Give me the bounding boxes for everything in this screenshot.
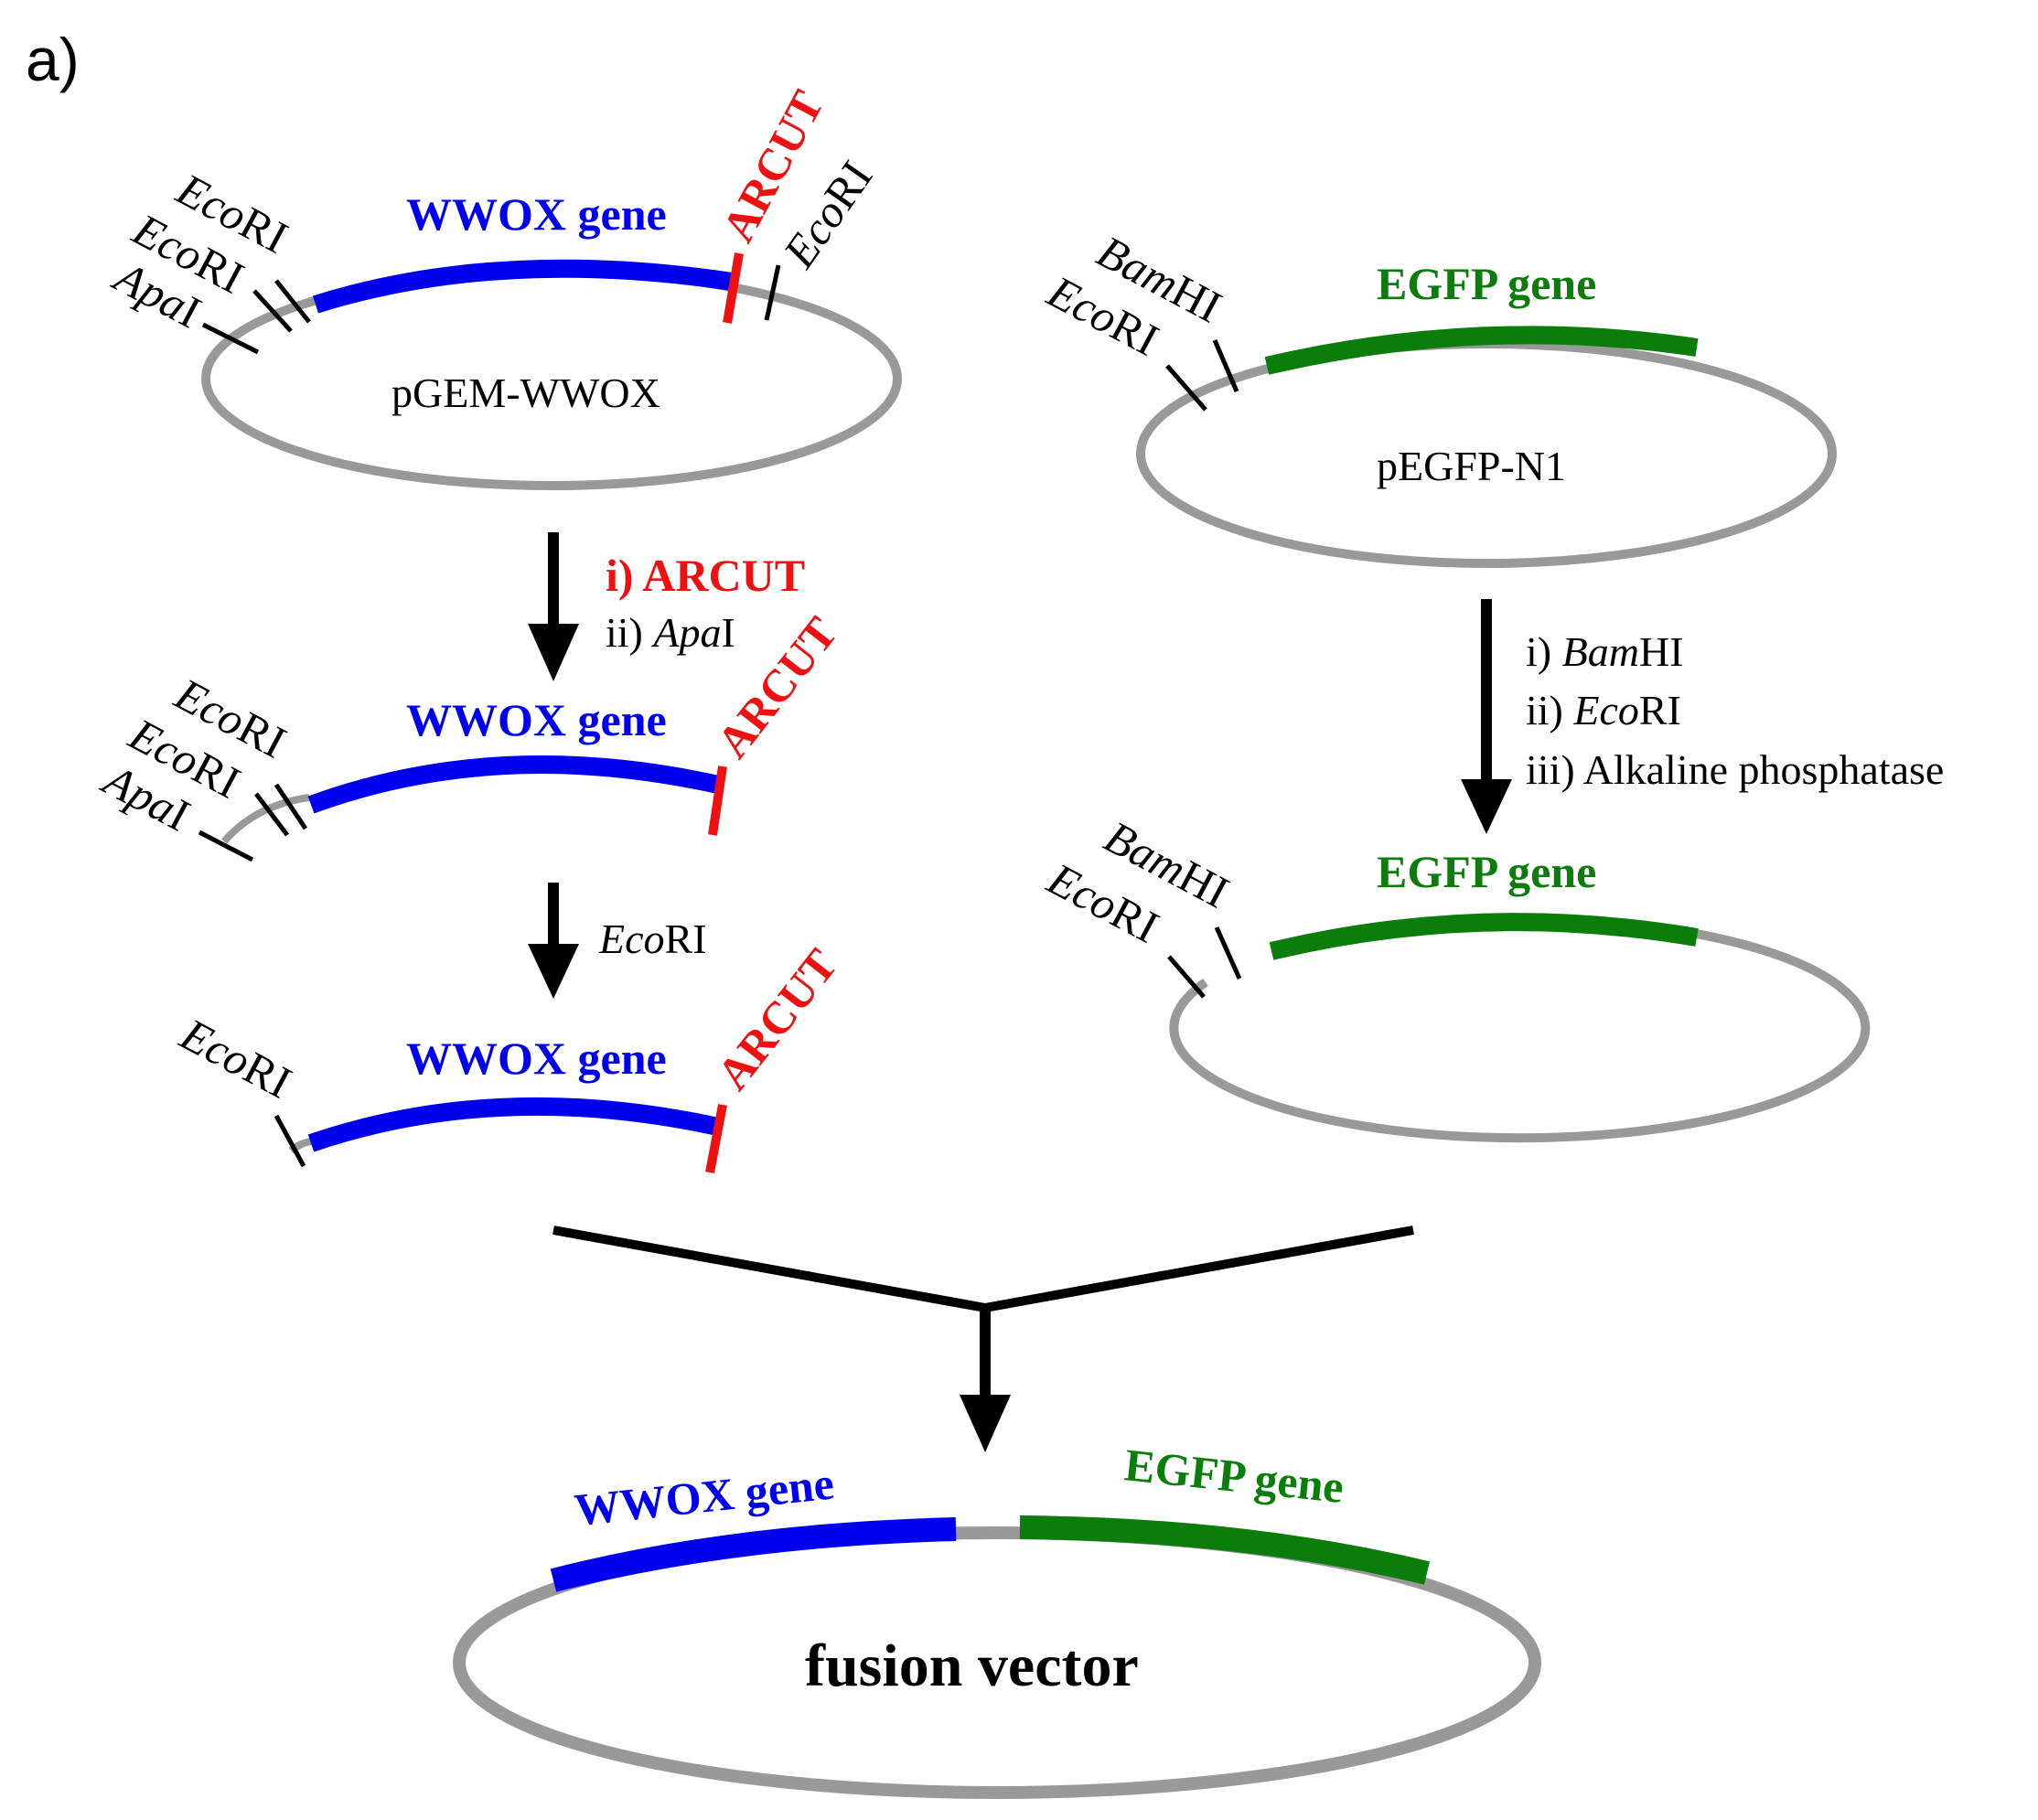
fragment2-wwox-segment [307,1097,721,1152]
right-step-line2: ii) EcoRI [1526,687,1681,733]
fusion-backbone [453,1526,1541,1799]
fragment1-ecori-mark-1 [274,783,308,830]
linearized-egfp-segment [1269,913,1699,960]
fusion-vector-name: fusion vector [805,1633,1139,1699]
left-arrow-1 [528,532,579,681]
pegfp-egfp-gene-label: EGFP gene [1377,258,1596,309]
apai-site-mark [201,322,260,355]
ligation-merge-arrow [552,1226,1414,1452]
right-arrow [1461,599,1512,834]
fragment1-arcut-mark [708,765,727,836]
linearized-bamhi-mark [1214,926,1242,980]
fragment2-wwox-gene-label: WWOX gene [406,1033,667,1084]
egfp-gene-segment [1264,326,1699,375]
pegfp-n1-plasmid [1136,326,1837,568]
ecori-site-mark-1 [274,279,311,324]
pgem-wwox-gene-label: WWOX gene [406,188,667,240]
fragment1-ecori-mark-2 [254,792,289,837]
bamhi-site-mark [1212,339,1239,392]
linearized-egfp-gene-label: EGFP gene [1377,846,1596,897]
fragment1-wwox-gene-label: WWOX gene [406,694,667,745]
wwox-gene-segment [312,259,734,314]
fragment2-arcut-label: ARCUT [707,939,848,1099]
fusion-egfp-gene-label: EGFP gene [1122,1439,1346,1513]
fusion-wwox-gene-label: WWOX gene [572,1457,836,1535]
fusion-egfp-segment [1019,1515,1431,1585]
fragment2-arcut-mark [705,1104,727,1173]
ecori-site-mark-3 [764,264,781,321]
left-step1-line1: i) ARCUT [606,550,805,601]
linear-fragment-2 [274,1097,727,1173]
arcut-site-mark [723,252,744,324]
panel-label: a) [26,26,80,93]
pegfp-plasmid-name: pEGFP-N1 [1377,443,1566,489]
ecori-site-mark [1165,364,1207,412]
fusion-wwox-segment [550,1517,957,1592]
fragment2-ecori-mark [274,1114,306,1168]
pgem-wwox-plasmid [201,252,902,490]
ecori-site-mark-2 [252,289,293,333]
linearized-pegfp [1167,913,1871,1143]
fragment1-apai-mark [198,830,254,862]
right-step-line1: i) BamHI [1526,628,1683,675]
left-step1-line2: ii) ApaI [606,609,735,656]
linearized-ecori-mark [1167,955,1206,999]
fusion-vector-plasmid [453,1515,1541,1799]
fragment1-backbone [220,794,310,844]
left-arrow-2 [528,883,579,999]
fragment2-site-ecori: EcoRI [172,1008,300,1108]
left-step2-label: EcoRI [598,915,707,962]
fragment1-wwox-segment [307,755,721,814]
pgem-plasmid-name: pGEM-WWOX [392,369,660,416]
right-step-line3: iii) Alkaline phosphatase [1526,746,1944,793]
linear-fragment-1 [198,755,727,862]
